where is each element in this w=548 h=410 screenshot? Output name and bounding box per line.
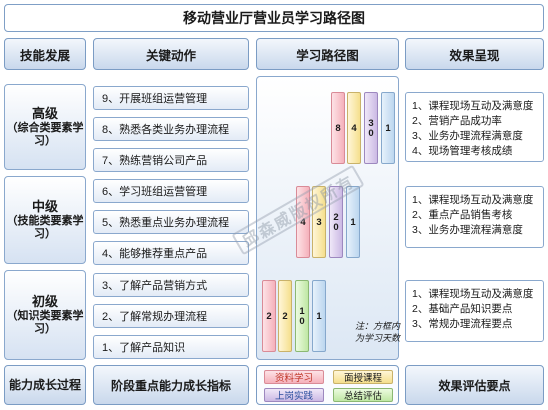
bar-summary: 1	[381, 92, 395, 164]
bar-classroom: 3	[312, 186, 326, 258]
effect-item: 1、课程现场互动及满意度	[412, 100, 534, 112]
bar-classroom: 4	[347, 92, 361, 164]
bar-on-job: 30	[364, 92, 378, 164]
bar-on-job: 20	[329, 186, 343, 258]
effect-item: 3、业务办理流程满意度	[412, 130, 523, 142]
level-name: 高级	[31, 106, 58, 122]
bar-resource-study: 4	[296, 186, 310, 258]
action-item: 7、熟练营销公司产品	[93, 148, 249, 172]
action-item: 3、了解产品营销方式	[93, 273, 249, 297]
effect-item: 3、常规办理流程要点	[412, 318, 513, 330]
level-intermediate: 中级 （技能类要素学习）	[4, 176, 86, 264]
bar-classroom: 2	[278, 280, 292, 352]
footer-key-indicators: 阶段重点能力成长指标	[93, 365, 249, 405]
level-sub: （知识类要素学习）	[6, 309, 84, 335]
level-sub: （技能类要素学习）	[6, 214, 84, 240]
action-item: 2、了解常规办理流程	[93, 304, 249, 328]
note-line: 为学习天数	[355, 333, 401, 343]
level-sub: （综合类要素学习）	[6, 121, 84, 147]
level-name: 中级	[31, 199, 58, 215]
effect-item: 3、业务办理流程满意度	[412, 224, 523, 236]
legend-resource-study: 资料学习	[264, 370, 324, 384]
legend-on-job: 上岗实践	[264, 388, 324, 402]
effect-box-senior: 1、课程现场互动及满意度 2、营销产品成功率 3、业务办理流程满意度 4、现场管…	[405, 92, 544, 162]
level-junior: 初级 （知识类要素学习）	[4, 270, 86, 360]
diagram-title: 移动营业厅营业员学习路径图	[4, 4, 544, 32]
header-action: 关键动作	[93, 38, 249, 70]
note-text: 注：方框内 为学习天数	[355, 320, 400, 344]
note-line: 注：方框内	[355, 321, 401, 331]
effect-item: 2、重点产品销售考核	[412, 209, 513, 221]
footer-evaluation-points: 效果评估要点	[405, 365, 544, 405]
legend-summary: 总结评估	[333, 388, 393, 402]
action-item: 5、熟悉重点业务办理流程	[93, 210, 249, 234]
effect-item: 1、课程现场互动及满意度	[412, 194, 534, 206]
effect-box-junior: 1、课程现场互动及满意度 2、基础产品知识要点 3、常规办理流程要点	[405, 280, 544, 342]
header-skill: 技能发展	[4, 38, 86, 70]
legend-classroom: 面授课程	[333, 370, 393, 384]
level-name: 初级	[31, 294, 58, 310]
bar-on-job: 10	[295, 280, 309, 352]
footer-growth-process: 能力成长过程	[4, 365, 86, 405]
header-path: 学习路径图	[256, 38, 399, 70]
action-item: 1、了解产品知识	[93, 335, 249, 359]
legend: 资料学习 面授课程 上岗实践 总结评估	[256, 365, 399, 405]
header-effect: 效果呈现	[405, 38, 544, 70]
bar-resource-study: 8	[331, 92, 345, 164]
effect-item: 1、课程现场互动及满意度	[412, 288, 534, 300]
bar-summary: 1	[312, 280, 326, 352]
effect-item: 2、基础产品知识要点	[412, 303, 513, 315]
level-senior: 高级 （综合类要素学习）	[4, 84, 86, 170]
action-item: 4、能够推荐重点产品	[93, 241, 249, 265]
effect-item: 4、现场管理考核成绩	[412, 145, 513, 157]
effect-box-intermediate: 1、课程现场互动及满意度 2、重点产品销售考核 3、业务办理流程满意度	[405, 186, 544, 248]
action-item: 6、学习班组运营管理	[93, 179, 249, 203]
bar-summary: 1	[346, 186, 360, 258]
action-item: 9、开展班组运营管理	[93, 86, 249, 110]
action-item: 8、熟悉各类业务办理流程	[93, 117, 249, 141]
bar-resource-study: 2	[262, 280, 276, 352]
effect-item: 2、营销产品成功率	[412, 115, 502, 127]
